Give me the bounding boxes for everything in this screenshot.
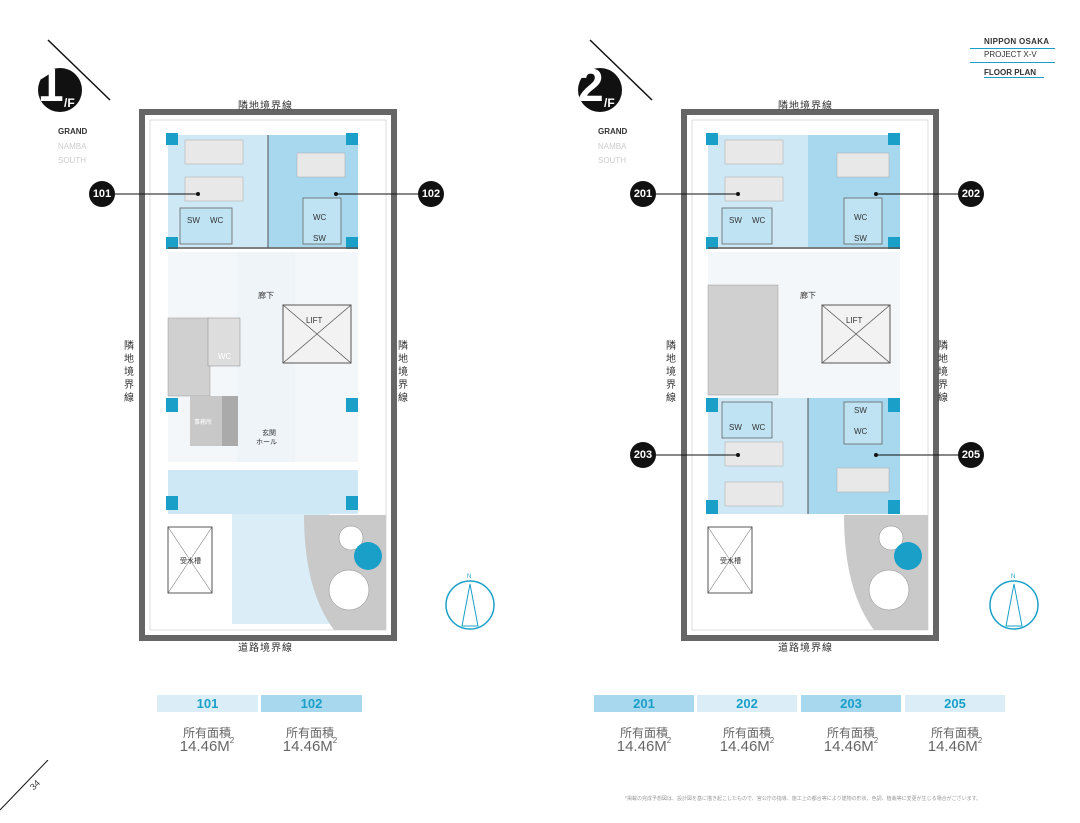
tank-label: 受水槽 — [720, 558, 741, 565]
room-bubble-102[interactable]: 102 — [418, 181, 444, 207]
wc-label: WC — [854, 213, 868, 222]
wc-label: WC — [752, 423, 766, 432]
compass-1 — [445, 580, 495, 630]
sw-label: SW — [854, 234, 867, 243]
header-rule-3 — [984, 77, 1044, 78]
wc-label: WC — [854, 427, 868, 436]
floor-1-badge — [38, 68, 82, 112]
floor-1-plan — [38, 39, 495, 641]
area-value-102: 14.46M2 — [282, 736, 338, 755]
compass-n-label: N — [467, 574, 472, 580]
area-value-205: 14.46M2 — [927, 736, 983, 755]
wc-label: WC — [752, 216, 766, 225]
wc-label: WC — [210, 216, 224, 225]
area-label-203: 所有面積 — [826, 726, 875, 740]
floor-2-suffix: /F — [604, 96, 615, 110]
unit-tab-101[interactable]: 101 — [157, 695, 258, 712]
area-value-201: 14.46M2 — [616, 736, 672, 755]
nav-namba-2[interactable]: NAMBA — [598, 142, 627, 151]
header-title: NIPPON OSAKA — [984, 37, 1050, 46]
header-project: PROJECT X-V — [984, 50, 1037, 59]
unit-tab-202[interactable]: 202 — [697, 695, 797, 712]
sw-label: SW — [729, 216, 742, 225]
floor-2-plan — [578, 39, 1039, 641]
room-bubble-201[interactable]: 201 — [630, 181, 656, 207]
sw-label: SW — [729, 423, 742, 432]
header-rule-1 — [970, 48, 1055, 49]
room-bubble-202[interactable]: 202 — [958, 181, 984, 207]
sw-label: SW — [313, 234, 326, 243]
wc-label: WC — [313, 213, 327, 222]
top-boundary-label-2: 隣地境界線 — [778, 101, 833, 112]
nav-south[interactable]: SOUTH — [58, 156, 86, 165]
area-value-203: 14.46M2 — [823, 736, 879, 755]
area-label-201: 所有面積 — [619, 726, 668, 740]
floor-1-number: 1 — [38, 59, 64, 111]
area-label-205: 所有面積 — [930, 726, 979, 740]
area-label-102: 所有面積 — [285, 726, 334, 740]
header-floor-plan: FLOOR PLAN — [984, 68, 1036, 77]
floor-2-number: 2 — [578, 59, 604, 111]
corridor-label: 廊下 — [258, 291, 274, 300]
right-boundary-label: 隣地境界線 — [398, 341, 408, 404]
room-bubble-203[interactable]: 203 — [630, 442, 656, 468]
lift-label: LIFT — [846, 316, 863, 325]
sw-label: SW — [187, 216, 200, 225]
compass-2 — [989, 580, 1039, 630]
unit-tab-201[interactable]: 201 — [594, 695, 694, 712]
area-value-202: 14.46M2 — [719, 736, 775, 755]
room-bubble-101[interactable]: 101 — [89, 181, 115, 207]
room-bubble-205[interactable]: 205 — [958, 442, 984, 468]
sw-label: SW — [854, 406, 867, 415]
left-boundary-label-2: 隣地境界線 — [666, 341, 676, 404]
bottom-boundary-label-2: 道路境界線 — [778, 643, 833, 654]
area-value-101: 14.46M2 — [179, 736, 235, 755]
unit-tab-203[interactable]: 203 — [801, 695, 901, 712]
floor-2-badge — [578, 68, 622, 112]
hall-label-2: ホール — [256, 439, 277, 446]
corridor-label: 廊下 — [800, 291, 816, 300]
area-label-101: 所有面積 — [182, 726, 231, 740]
bottom-boundary-label: 道路境界線 — [238, 643, 293, 654]
right-boundary-label-2: 隣地境界線 — [938, 341, 948, 404]
nav-grand-2[interactable]: GRAND — [598, 127, 628, 136]
header-rule-2 — [970, 62, 1055, 63]
unit-tab-205[interactable]: 205 — [905, 695, 1005, 712]
left-boundary-label: 隣地境界線 — [124, 341, 134, 404]
office-label: 事務所 — [194, 420, 213, 426]
area-label-202: 所有面積 — [722, 726, 771, 740]
top-boundary-label: 隣地境界線 — [238, 101, 293, 112]
floor-1-suffix: /F — [64, 96, 75, 110]
lift-label: LIFT — [306, 316, 323, 325]
footnote: *掲載の完成予想図は、設計図を基に描き起こしたもので、官公庁の指導、施工上の都合… — [625, 796, 982, 802]
unit-tab-102[interactable]: 102 — [261, 695, 362, 712]
wc-label: WC — [218, 352, 232, 361]
page-corner-line — [0, 760, 49, 811]
nav-namba[interactable]: NAMBA — [58, 142, 87, 151]
hall-label: 玄関 — [262, 430, 276, 437]
tank-label: 受水槽 — [180, 558, 201, 565]
compass-n-label-2: N — [1011, 574, 1016, 580]
nav-grand[interactable]: GRAND — [58, 127, 88, 136]
nav-south-2[interactable]: SOUTH — [598, 156, 626, 165]
